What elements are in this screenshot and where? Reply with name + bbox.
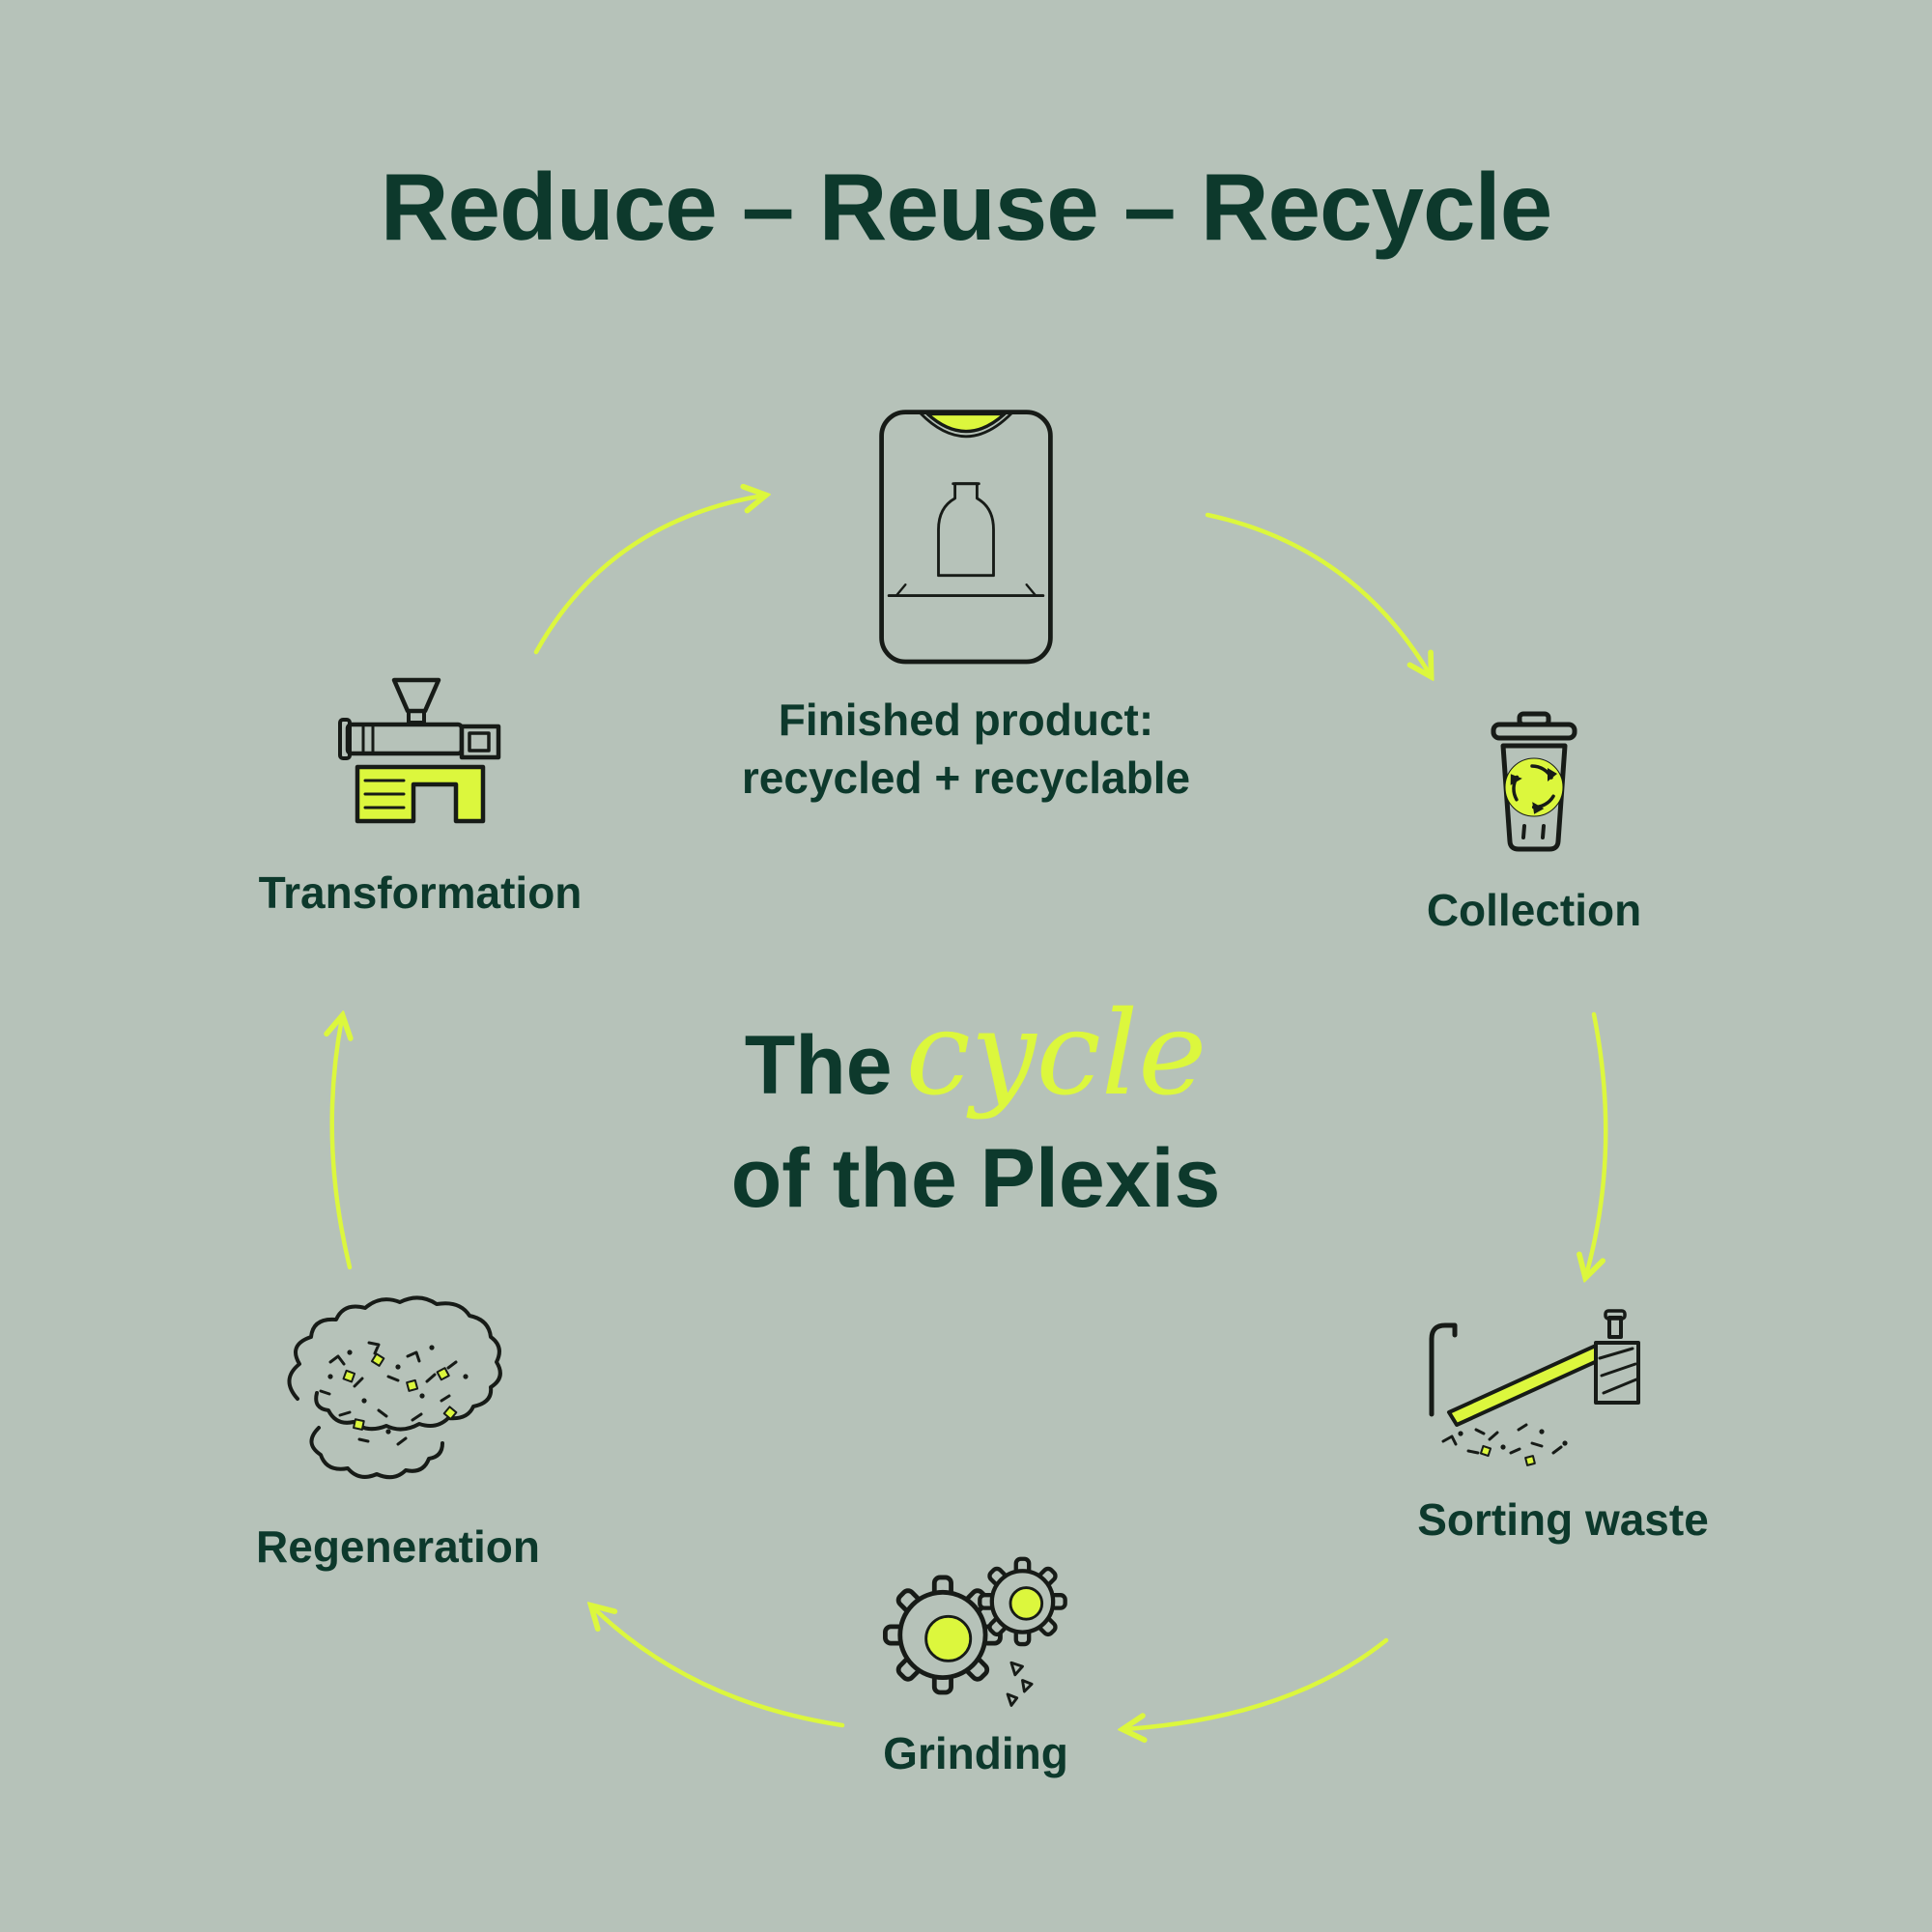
- center-title-line2: of the Plexis: [730, 1132, 1221, 1225]
- arrow-product-to-collection: [1205, 512, 1430, 674]
- arrow-transformation-to-product: [533, 496, 763, 655]
- grinding-label: Grinding: [883, 1728, 1068, 1778]
- collection-label: Collection: [1426, 885, 1642, 935]
- page-title: Reduce – Reuse – Recycle: [380, 154, 1553, 260]
- finished-product-label: Finished product: recycled + recyclable: [696, 692, 1236, 808]
- arrow-sorting-to-grinding: [1125, 1637, 1389, 1729]
- regeneration-label: Regeneration: [256, 1521, 540, 1572]
- sorting-waste-label: Sorting waste: [1417, 1494, 1709, 1545]
- arrow-regeneration-to-transformation: [332, 1018, 350, 1270]
- regeneration-icon: [287, 1295, 502, 1480]
- stage-regeneration: Regeneration: [256, 1285, 540, 1572]
- collection-icon: [1491, 711, 1577, 852]
- transformation-icon: [338, 677, 501, 824]
- sorting-waste-icon: [1429, 1309, 1640, 1466]
- finished-product-icon: [879, 410, 1053, 665]
- arrow-collection-to-sorting: [1586, 1011, 1608, 1275]
- stage-grinding: Grinding: [874, 1553, 1077, 1778]
- grinding-icon: [883, 1556, 1067, 1707]
- stage-sorting-waste: Sorting waste: [1417, 1306, 1709, 1545]
- stage-collection: Collection: [1427, 710, 1641, 935]
- stage-finished-product: Finished product: recycled + recyclable: [742, 394, 1190, 803]
- finished-product-label-line1: Finished product:: [778, 695, 1154, 745]
- finished-product-label-line2: recycled + recyclable: [741, 752, 1191, 803]
- arrow-grinding-to-regeneration: [593, 1607, 845, 1728]
- transformation-label: Transformation: [258, 867, 582, 918]
- center-word-the: The: [744, 1019, 893, 1112]
- center-word-cycle: cycle: [905, 987, 1208, 1122]
- stage-transformation: Transformation: [259, 676, 582, 918]
